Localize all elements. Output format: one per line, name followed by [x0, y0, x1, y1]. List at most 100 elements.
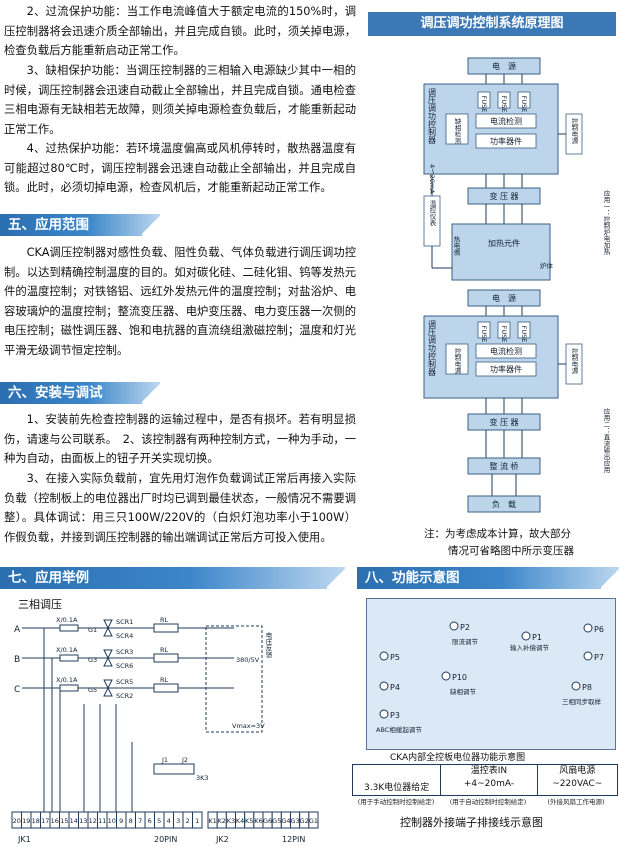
p10-knob — [441, 671, 451, 681]
p7-knob — [583, 651, 593, 661]
p3-knob — [379, 709, 389, 719]
install-text-1: 1、安装前先检查控制器的运输过程中，是否有损坏。若有明显损伤，请速与公司联系。 … — [4, 413, 356, 465]
p6-knob — [583, 623, 593, 633]
terminal-cell-label: 20 — [13, 817, 21, 825]
svg-text:JK1: JK1 — [17, 835, 31, 844]
panel-caption: CKA内部全控板电位器功能示意图 — [390, 753, 526, 763]
terminal-cell-label: G1 — [309, 817, 318, 825]
section-application-scope: 五、应用范围 — [0, 214, 160, 236]
terminal-temp-meter: 温控表IN +4~20mA- — [441, 765, 538, 795]
terminal-cell-label: K2 — [218, 817, 226, 825]
svg-text:电 源: 电 源 — [492, 293, 516, 303]
svg-text:SCR2: SCR2 — [116, 692, 133, 700]
terminal-cell-label: 3 — [176, 817, 180, 825]
terminal-cell-label: 18 — [32, 817, 40, 825]
svg-text:SCR6: SCR6 — [116, 662, 133, 670]
terminal-temp-meter-label: 温控表IN — [470, 766, 508, 776]
terminal-potentiometer: 3.3K电位器给定 — [353, 765, 442, 795]
svg-text:P3: P3 — [390, 711, 400, 720]
terminal-cell-label: 9 — [119, 817, 123, 825]
terminal-caption: 控制器外接端子排接线示意图 — [400, 816, 543, 829]
svg-text:功率器件: 功率器件 — [490, 136, 522, 146]
terminal-cell-label: K5 — [245, 817, 253, 825]
svg-text:三相同步取样: 三相同步取样 — [562, 697, 602, 706]
controller-label-1: 调压调功控制器 — [428, 88, 437, 145]
terminal-cell-label: 12 — [89, 817, 97, 825]
terminal-cell-label: 5 — [157, 817, 161, 825]
application-scope-text: CKA调压控制器对感性负载、阻性负载、气体负载进行调压调功控制。以达到精确控制温… — [4, 246, 356, 357]
svg-text:RL: RL — [160, 676, 169, 684]
heater-block — [451, 223, 551, 281]
svg-text:整 流 桥: 整 流 桥 — [489, 461, 518, 471]
svg-text:JK2: JK2 — [215, 835, 229, 844]
current-detect-block-1 — [475, 113, 537, 129]
svg-text:温控仪表: 温控仪表 — [428, 199, 436, 228]
terminal-cell-label: G3 — [290, 817, 299, 825]
terminal-fan-power-voltage: ~220VAC~ — [552, 779, 603, 789]
terminal-fan-power-label: 风扇电源 — [559, 766, 596, 776]
terminal-cell-label: 16 — [51, 817, 59, 825]
svg-text:SCR3: SCR3 — [116, 648, 133, 656]
terminal-cell — [308, 811, 319, 829]
svg-text:限流调节: 限流调节 — [452, 637, 479, 646]
svg-text:RL: RL — [160, 616, 169, 624]
application-2-label: 应用二：直流输出应用 — [602, 407, 610, 475]
svg-text:FUSE: FUSE — [520, 96, 528, 113]
svg-text:电压反馈: 电压反馈 — [264, 631, 272, 660]
svg-text:C: C — [14, 685, 20, 695]
terminal-cell-label: K1 — [208, 817, 216, 825]
terminal-cell-label: 13 — [79, 817, 87, 825]
terminal-cell-label: K3 — [227, 817, 235, 825]
p4-knob — [379, 681, 389, 691]
svg-text:A: A — [14, 625, 21, 635]
svg-text:控制电源: 控制电源 — [453, 347, 461, 376]
svg-text:缺相检测: 缺相检测 — [453, 117, 461, 146]
svg-text:负 载: 负 载 — [492, 499, 516, 509]
p2-knob — [449, 621, 459, 631]
svg-text:FUSE: FUSE — [480, 326, 488, 343]
p1-knob — [521, 631, 531, 641]
terminal-cell-label: 7 — [138, 817, 142, 825]
svg-text:X/0.1A: X/0.1A — [56, 616, 78, 624]
svg-text:电流检测: 电流检测 — [490, 116, 522, 126]
svg-text:FUSE: FUSE — [480, 96, 488, 113]
terminal-subcaptions: (用于手动控制时控制给定) (用于自动控制时控制给定) (外接风扇工作电源) — [352, 796, 616, 806]
svg-text:P6: P6 — [594, 625, 604, 634]
terminal-cell-label: 1 — [195, 817, 199, 825]
svg-text:缺相调节: 缺相调节 — [450, 687, 477, 696]
terminal-cell-label: G4 — [281, 817, 290, 825]
svg-text:G1: G1 — [88, 626, 97, 634]
phase-loss-protection-text: 3、缺相保护功能：当调压控制器的三相输入电源缺少其中一相的时候，调压控制器会迅速… — [4, 64, 356, 136]
svg-text:G3: G3 — [88, 656, 97, 664]
terminal-cell-label: 8 — [129, 817, 133, 825]
terminal-cell-label: G5 — [272, 817, 281, 825]
svg-text:12PIN: 12PIN — [282, 835, 305, 844]
svg-text:SCR4: SCR4 — [116, 632, 133, 640]
terminal-sub-2: (用于自动控制时控制给定) — [449, 798, 527, 806]
overheat-protection-text: 4、过热保护功能：若环境温度偏高或风机停转时，散热器温度有可能超过80℃时，调压… — [4, 142, 356, 194]
svg-text:Vmax=3V: Vmax=3V — [232, 722, 265, 730]
terminal-cell-label: K4 — [236, 817, 244, 825]
note-line-1: 注：为考虑成本计算，故大部分 — [424, 528, 571, 540]
power-label-1: 电 源 — [492, 61, 516, 71]
svg-text:SCR5: SCR5 — [116, 678, 133, 686]
svg-text:3K3: 3K3 — [196, 774, 209, 782]
svg-text:加热元件: 加热元件 — [488, 238, 520, 248]
svg-text:炉体: 炉体 — [540, 261, 554, 270]
note-line-2: 情况可省略图中所示变压器 — [448, 545, 574, 557]
terminal-cell-label: 15 — [60, 817, 68, 825]
terminal-fan-power: 风扇电源 ~220VAC~ — [538, 765, 617, 795]
svg-text:控制电源: 控制电源 — [570, 347, 578, 376]
svg-text:J2: J2 — [181, 756, 188, 764]
svg-text:FUSE: FUSE — [500, 96, 508, 113]
p5-knob — [379, 651, 389, 661]
terminal-sub-3: (外接风扇工作电源) — [547, 798, 605, 806]
terminal-cell-label: 2 — [186, 817, 190, 825]
terminal-temp-meter-signal: +4~20mA- — [463, 779, 515, 789]
svg-text:输入补偿调节: 输入补偿调节 — [510, 643, 550, 652]
terminal-cell-label: G6 — [263, 817, 272, 825]
terminal-potentiometer-label: 3.3K电位器给定 — [364, 783, 430, 793]
svg-text:P4: P4 — [390, 683, 400, 692]
example-title: 三相调压 — [18, 598, 62, 611]
section-application-example: 七、应用举例 — [0, 567, 345, 589]
